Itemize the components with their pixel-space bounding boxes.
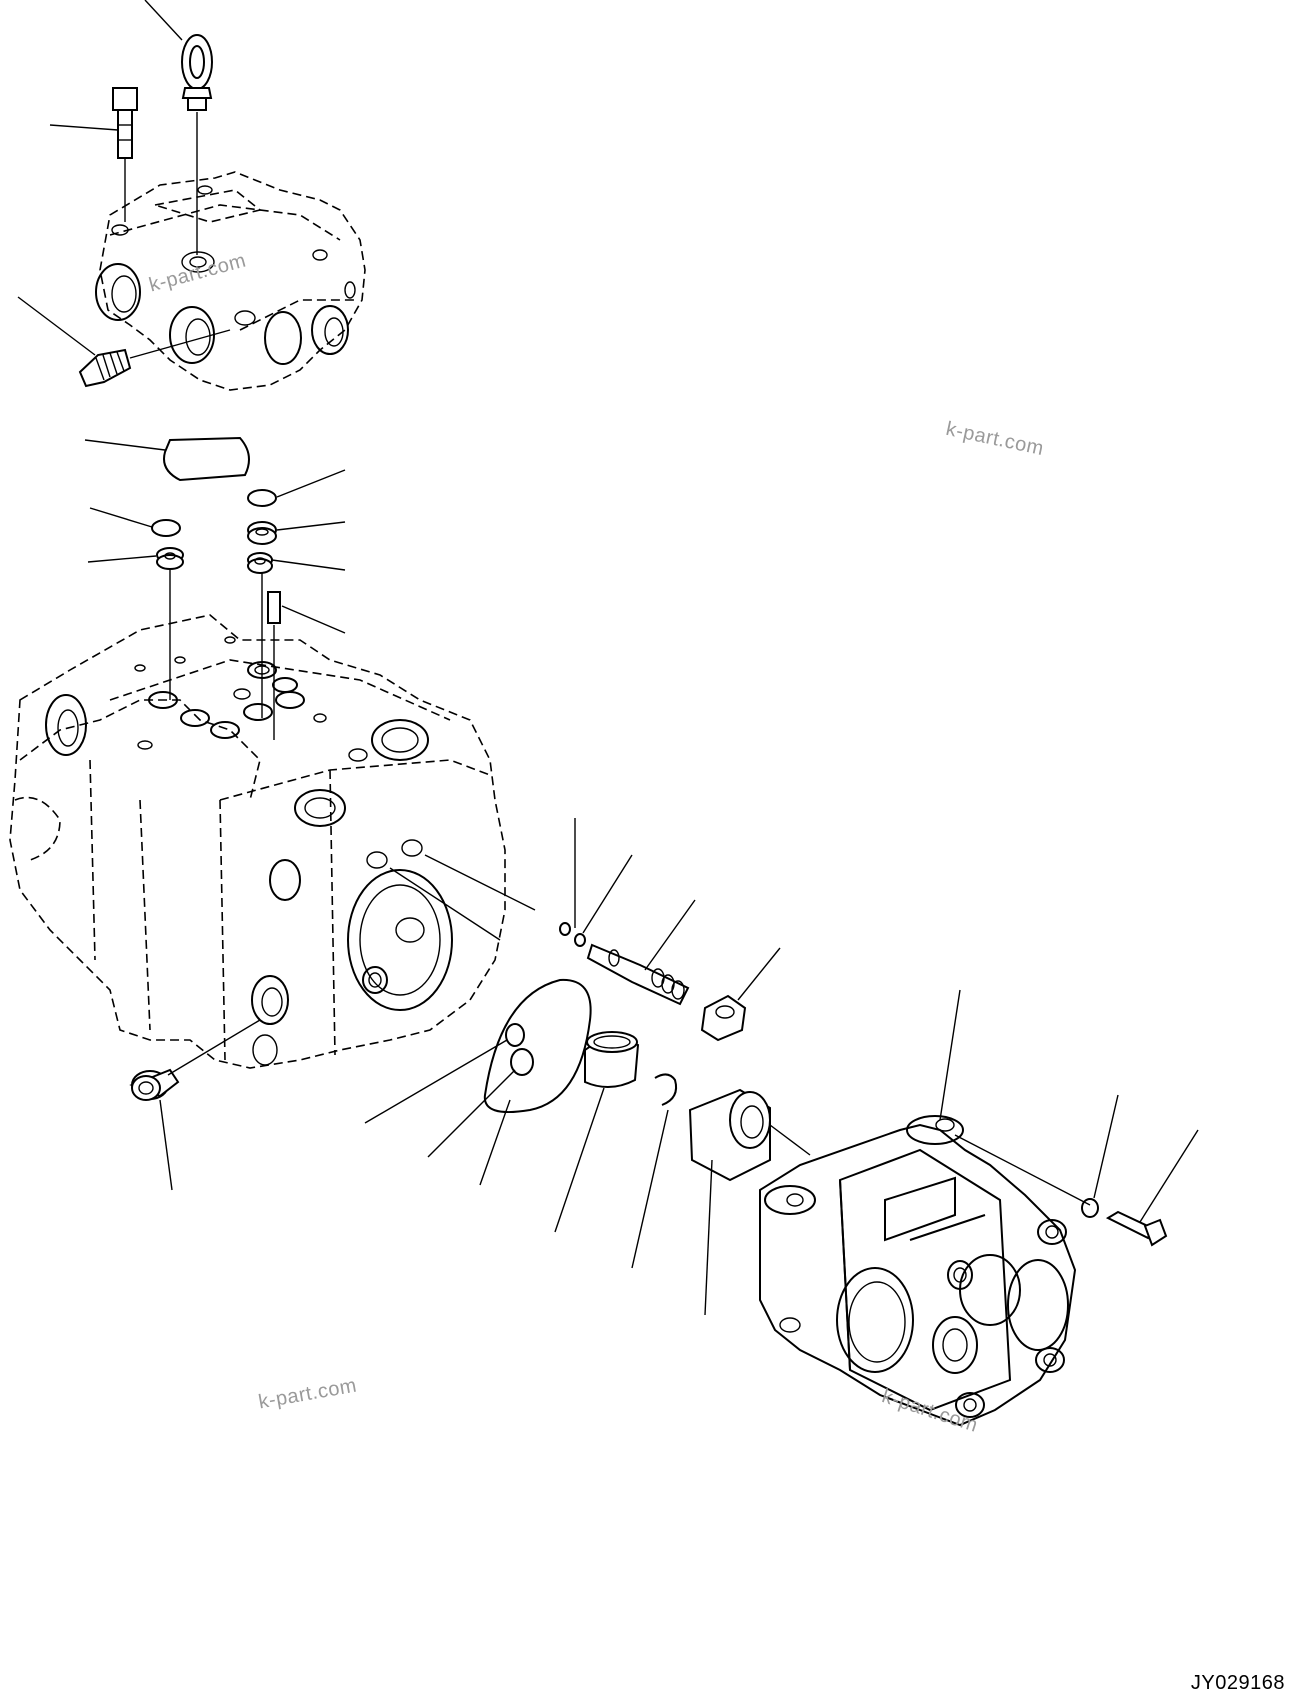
coupling-sleeve (688, 1088, 811, 1316)
upper-valve-body (95, 171, 366, 391)
washer-and-bolt (1081, 1094, 1199, 1247)
main-pump-body (9, 614, 536, 1069)
gasket-and-seals (364, 978, 678, 1269)
eye-bolt (144, 0, 213, 255)
cap-screw (49, 87, 138, 222)
bushing-left (129, 1019, 261, 1191)
threaded-plug (17, 296, 231, 388)
small-seal-parts (84, 436, 346, 740)
gear-pump (759, 989, 1091, 1427)
spool-assembly (559, 818, 781, 1042)
drawing-reference-code: JY029168 (1190, 1672, 1285, 1694)
